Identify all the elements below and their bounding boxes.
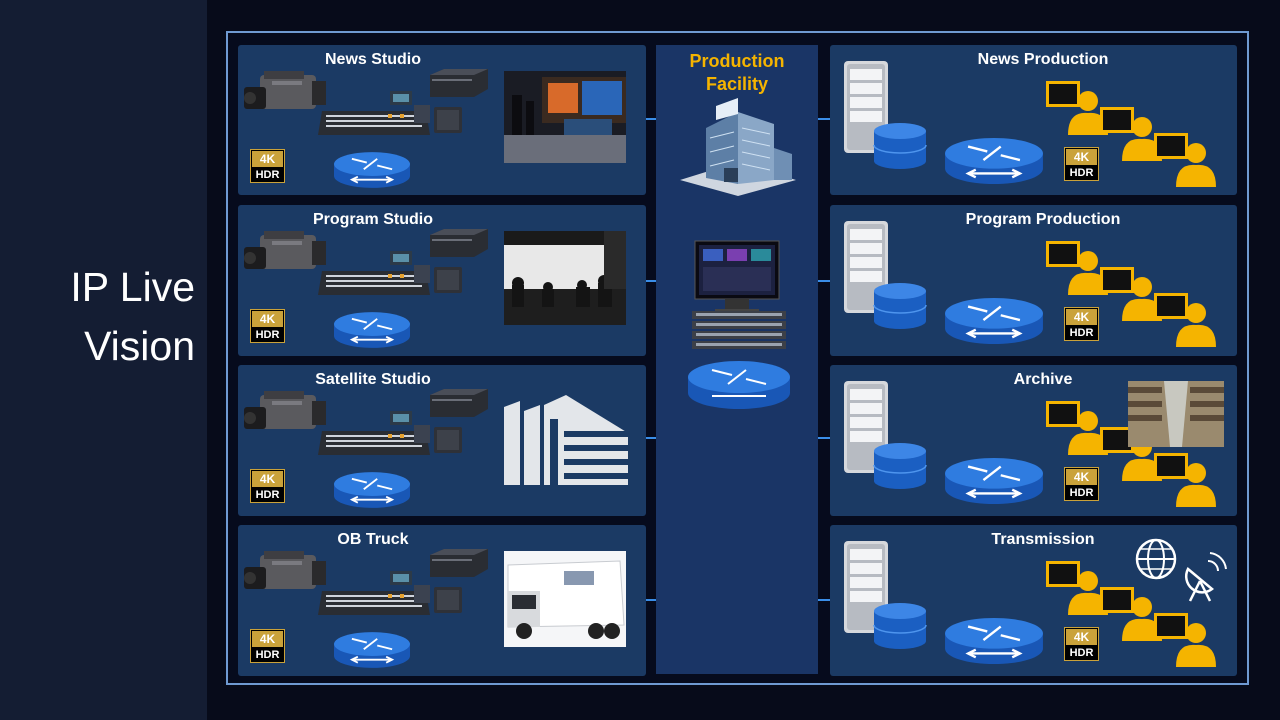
4k-hdr-badge: 4K HDR <box>1064 147 1099 181</box>
production-panel-title: Transmission <box>991 531 1095 548</box>
badge-hdr-text: HDR <box>1069 487 1094 499</box>
control-monitor-icon <box>694 240 780 315</box>
studio-panel-title: OB Truck <box>337 531 409 548</box>
office-building-icon <box>680 98 796 196</box>
studio-panel-title: News Studio <box>324 51 421 68</box>
production-facility-title-line1: Production <box>689 51 785 71</box>
network-switch-stack <box>692 311 786 349</box>
production-panel-1: Program Production 4K HDR <box>830 205 1237 356</box>
studio-panel-title: Satellite Studio <box>315 371 431 388</box>
4k-hdr-badge: 4K HDR <box>250 309 285 343</box>
sidebar: IP Live Vision <box>0 0 207 720</box>
4k-hdr-badge: 4K HDR <box>1064 627 1099 661</box>
badge-4k-text: 4K <box>252 151 283 167</box>
slide-title: IP Live Vision <box>5 258 195 376</box>
core-router-icon <box>688 361 790 409</box>
badge-4k-text: 4K <box>252 471 283 487</box>
badge-4k-text: 4K <box>1066 149 1097 165</box>
production-panel-title: Archive <box>1013 371 1073 388</box>
badge-4k-text: 4K <box>1066 469 1097 485</box>
badge-hdr-text: HDR <box>255 329 280 341</box>
badge-hdr-text: HDR <box>1069 327 1094 339</box>
badge-hdr-text: HDR <box>255 169 280 181</box>
production-facility-title-line2: Facility <box>705 74 769 94</box>
studio-panel-3: OB Truck 4K HDR <box>238 525 646 676</box>
badge-4k-text: 4K <box>1066 629 1097 645</box>
production-panel-3: Transmission 4K HDR <box>830 525 1237 676</box>
studio-panel-0: News Studio 4K HDR <box>238 45 646 195</box>
4k-hdr-badge: 4K HDR <box>250 469 285 503</box>
badge-hdr-text: HDR <box>1069 647 1094 659</box>
production-panel-2: Archive 4K HDR <box>830 365 1237 516</box>
badge-4k-text: 4K <box>252 631 283 647</box>
slide-title-line2: Vision <box>84 323 195 369</box>
studio-panel-1: Program Studio 4K HDR <box>238 205 646 356</box>
badge-4k-text: 4K <box>252 311 283 327</box>
badge-hdr-text: HDR <box>255 489 280 501</box>
studio-panel-2: Satellite Studio 4K HDR <box>238 365 646 516</box>
badge-4k-text: 4K <box>1066 309 1097 325</box>
badge-hdr-text: HDR <box>255 649 280 661</box>
4k-hdr-badge: 4K HDR <box>250 149 285 183</box>
slide-title-line1: IP Live <box>70 264 195 310</box>
studio-panel-title: Program Studio <box>312 211 433 228</box>
badge-hdr-text: HDR <box>1069 167 1094 179</box>
4k-hdr-badge: 4K HDR <box>1064 307 1099 341</box>
production-panel-0: News Production 4K HDR <box>830 45 1237 195</box>
production-panel-title: News Production <box>977 51 1109 68</box>
4k-hdr-badge: 4K HDR <box>1064 467 1099 501</box>
production-facility-title: Production Facility <box>656 50 818 96</box>
production-panel-title: Program Production <box>965 211 1121 228</box>
4k-hdr-badge: 4K HDR <box>250 629 285 663</box>
